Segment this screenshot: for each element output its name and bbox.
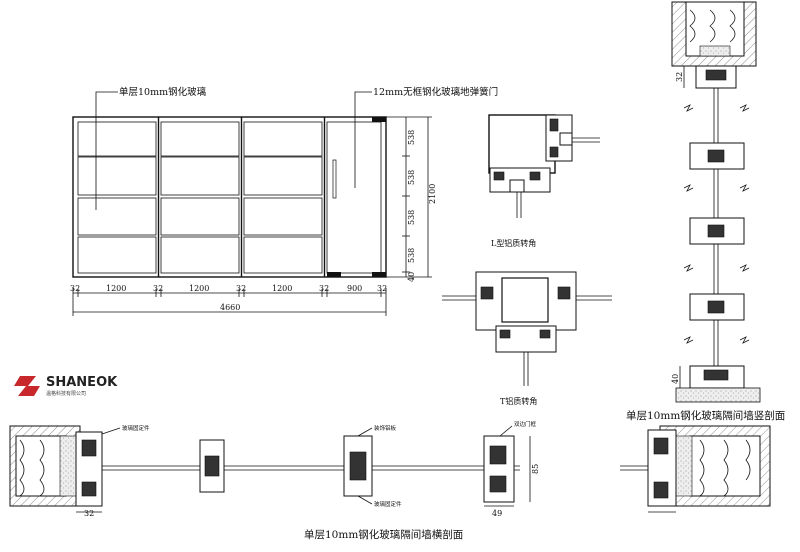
horizontal-section-title: 单层10mm钢化玻璃隔间墙横剖面	[304, 528, 463, 541]
dim-40: 40	[407, 272, 416, 282]
door-bottom-patch-right	[372, 272, 386, 277]
hs-mullion-1	[199, 439, 225, 493]
dim-32-e: 32	[377, 284, 387, 293]
door-top-patch	[372, 117, 386, 122]
bottom-dim-ticks	[72, 288, 387, 316]
logo-wordmark: SHANEOK	[46, 375, 118, 390]
glass-callout-label: 单层10mm钢化玻璃	[119, 86, 206, 98]
frosted-panel-2a	[160, 156, 240, 196]
vs-bottom-dim: 40	[671, 374, 680, 384]
door-callout-leader	[354, 91, 372, 188]
hs-dim-49: 49	[492, 509, 502, 518]
hs-label-door-frame: 双边门框	[514, 420, 537, 428]
hs-dim-32: 32	[84, 509, 94, 518]
glass-panel-3-bottom	[243, 236, 323, 274]
elevation-drawing: 单层10mm钢化玻璃 12mm无框钢化玻璃地弹簧门 32 1200 32 120…	[70, 86, 498, 316]
dim-32-a: 32	[70, 284, 80, 293]
glass-panel-2-bottom	[160, 236, 240, 274]
glass-panel-2-top	[160, 121, 240, 157]
dim-total-height: 2100	[428, 184, 437, 204]
hs-dim-85: 85	[531, 464, 540, 474]
door-bottom-patch-left	[327, 272, 341, 277]
hs-label-glass-fix-mid: 玻璃固定件	[374, 500, 402, 508]
vs-top-dim: 32	[675, 72, 684, 82]
dim-total-width: 4660	[220, 303, 240, 312]
vertical-section: 32 40 单层10mm钢化玻璃隔间墙竖剖面	[626, 1, 785, 422]
hs-label-decor-board: 装饰铝板	[374, 424, 397, 432]
door-handle	[332, 159, 337, 199]
frosted-panel-1b	[77, 197, 157, 236]
dim-1200-a: 1200	[106, 284, 126, 293]
dim-538-c: 538	[407, 210, 416, 225]
hs-label-glass-fix-left: 玻璃固定件	[122, 424, 150, 432]
dim-32-d: 32	[319, 284, 329, 293]
frosted-panel-2b	[160, 197, 240, 236]
glass-callout-leader	[95, 91, 118, 210]
glass-panel-3-top	[243, 121, 323, 157]
logo-subtitle: 温格科技有限公司	[46, 390, 86, 397]
right-dim-ticks	[386, 116, 432, 278]
dim-538-a: 538	[407, 130, 416, 145]
logo-mark-icon	[14, 376, 40, 396]
dim-32-c: 32	[236, 284, 246, 293]
frosted-panel-1a	[77, 156, 157, 196]
door-callout-label: 12mm无框钢化玻璃地弹簧门	[373, 86, 498, 98]
frosted-panel-3a	[243, 156, 323, 196]
right-end-detail	[620, 425, 771, 513]
glass-panel-1-top	[77, 121, 157, 157]
dim-1200-c: 1200	[272, 284, 292, 293]
frosted-panel-3b	[243, 197, 323, 236]
vertical-section-title: 单层10mm钢化玻璃隔间墙竖剖面	[626, 409, 785, 422]
t-corner-detail: T铝质转角	[442, 271, 612, 406]
dim-538-b: 538	[407, 170, 416, 185]
horizontal-section: 32 49 85 玻璃固定件 装饰铝板 玻璃固定件 双边门框 单层10mm钢化玻…	[9, 420, 540, 541]
hs-mullion-2	[343, 435, 373, 497]
dim-1200-b: 1200	[189, 284, 209, 293]
dim-32-b: 32	[153, 284, 163, 293]
l-corner-label: L型铝质转角	[491, 238, 536, 248]
vs-transom-2	[689, 217, 745, 245]
elevation-outer-frame	[72, 116, 387, 278]
t-corner-label: T铝质转角	[500, 396, 537, 406]
l-corner-detail: L型铝质转角	[488, 114, 600, 248]
vs-transom-1	[689, 142, 745, 170]
glass-door-panel	[326, 121, 382, 274]
dim-538-d: 538	[407, 248, 416, 263]
brand-logo: SHANEOK 温格科技有限公司	[14, 375, 118, 397]
vs-transom-3	[689, 293, 745, 321]
glass-panel-1-bottom	[77, 236, 157, 274]
dim-900: 900	[347, 284, 362, 293]
